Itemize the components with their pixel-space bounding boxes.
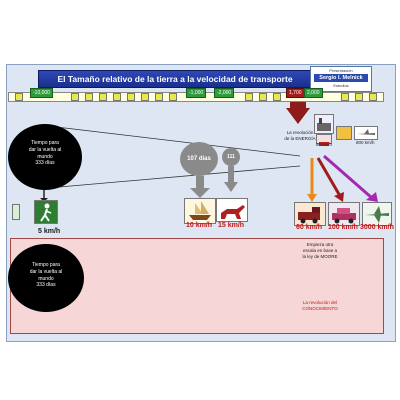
small-speed-60: 60 km/h bbox=[316, 142, 333, 147]
car-speed: 100 km/h bbox=[328, 224, 358, 231]
energy-revolution-note: La revolución de la ENERGÍA bbox=[280, 130, 320, 142]
timeline-tick bbox=[341, 93, 349, 101]
timeline-tick bbox=[169, 93, 177, 101]
plane-speed: 3000 km/h bbox=[360, 224, 394, 231]
author-name: Sergio I. Melnick bbox=[314, 74, 368, 82]
circle-label: 107 días bbox=[187, 156, 211, 162]
train-speed: 60 km/h bbox=[296, 224, 323, 231]
small-speed-800: 800 km/h bbox=[356, 140, 375, 145]
walking-person-icon bbox=[34, 200, 58, 224]
airplane-icon bbox=[354, 126, 378, 140]
timeline-tick bbox=[141, 93, 149, 101]
moore-scale-note: Empieza otra escala en base a la ley de … bbox=[292, 242, 348, 260]
scale-figure-icon bbox=[12, 204, 20, 220]
ship-speed: 10 km/h bbox=[186, 222, 213, 229]
timeline-tick bbox=[369, 93, 377, 101]
horse-speed: 15 km/h bbox=[218, 222, 245, 229]
knowledge-revolution-note: La revolución del CONOCIMIENTO bbox=[290, 300, 350, 312]
timeline-tick bbox=[99, 93, 107, 101]
timeline-tick bbox=[71, 93, 79, 101]
walking-figure-icon bbox=[40, 203, 52, 222]
timeline-tick bbox=[127, 93, 135, 101]
car-silhouette-icon bbox=[319, 142, 329, 146]
timeline-label: -2,000 bbox=[214, 88, 235, 98]
industry-icon bbox=[317, 118, 331, 131]
timeline-tick bbox=[245, 93, 253, 101]
author-post-label: Estudios bbox=[333, 83, 349, 88]
circle-text-line: dar la vuelta al bbox=[28, 146, 62, 153]
horse-icon bbox=[216, 198, 248, 222]
circle-text-line: Tiempo para bbox=[31, 140, 59, 146]
timeline-tick bbox=[259, 93, 267, 101]
small-car-icon bbox=[316, 134, 332, 146]
earth-circle-bottom: Tiempo para dar la vuelta al mundo 333 d… bbox=[8, 244, 84, 312]
circle-label: 111 bbox=[227, 154, 235, 160]
circle-text-line: 333 días bbox=[35, 160, 55, 167]
circle-text-line: Tiempo para bbox=[32, 262, 60, 268]
jet-icon bbox=[362, 202, 392, 226]
factory-icon bbox=[314, 114, 334, 134]
timeline-label: -10,000 bbox=[30, 88, 53, 98]
timeline-tick bbox=[273, 93, 281, 101]
note-line: CONOCIMIENTO bbox=[302, 305, 338, 311]
circle-text-line: 333 días bbox=[36, 282, 56, 289]
sailing-ship-icon bbox=[189, 201, 211, 220]
map-icon bbox=[336, 126, 352, 140]
note-line: Empieza otra bbox=[306, 242, 334, 247]
horse-rider-icon bbox=[221, 205, 245, 219]
timeline-tick bbox=[85, 93, 93, 101]
note-line: de la ENERGÍA bbox=[284, 135, 316, 141]
author-badge: Presentación Sergio I. Melnick Estudios bbox=[310, 66, 372, 92]
circle-text-line: dar la vuelta al bbox=[29, 268, 63, 275]
note-line: escala en base a bbox=[302, 247, 338, 253]
timeline-label: -1,000 bbox=[186, 88, 207, 98]
timeline-tick bbox=[113, 93, 121, 101]
timeline-tick bbox=[355, 93, 363, 101]
note-line: la ley de MOORE bbox=[302, 253, 338, 259]
note-line: La revolución bbox=[286, 130, 314, 135]
energy-arrow bbox=[286, 102, 310, 124]
timeline-label: 2,000 bbox=[304, 88, 323, 98]
ship-icon bbox=[184, 198, 216, 224]
author-pre-label: Presentación bbox=[329, 68, 353, 73]
train-icon bbox=[294, 202, 326, 226]
walk-speed: 5 km/h bbox=[38, 228, 61, 235]
locomotive-icon bbox=[298, 207, 320, 224]
circle-text-line: mundo bbox=[37, 153, 53, 160]
circle-text-line: mundo bbox=[38, 275, 54, 282]
note-line: La revolución del bbox=[302, 300, 338, 305]
earth-circle-top: Tiempo para dar la vuelta al mundo 333 d… bbox=[8, 124, 82, 190]
earth-circle-111: 111 bbox=[222, 148, 240, 166]
timeline-tick bbox=[15, 93, 23, 101]
fighter-jet-icon bbox=[365, 206, 389, 223]
timeline-tick bbox=[155, 93, 163, 101]
jet-silhouette-icon bbox=[357, 129, 375, 135]
car-icon bbox=[328, 202, 360, 226]
automobile-icon bbox=[332, 208, 356, 224]
earth-circle-107-days: 107 días bbox=[180, 142, 218, 176]
